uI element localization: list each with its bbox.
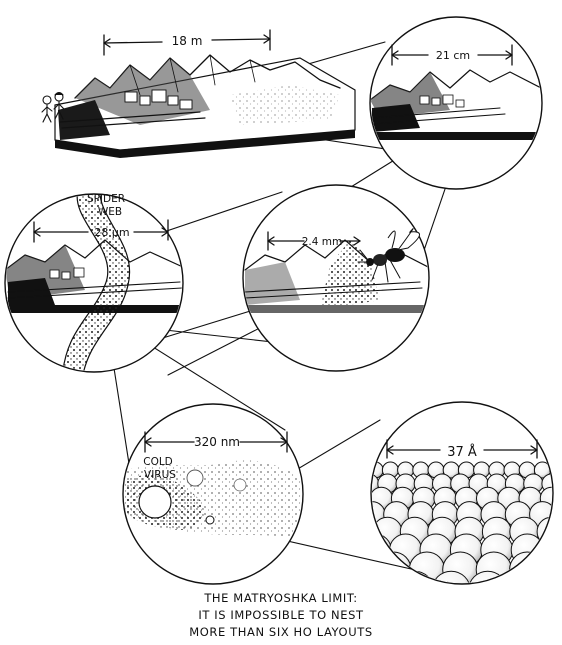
scale-bar-28um — [33, 219, 169, 243]
cold-virus-label-line1: COLD — [143, 456, 173, 468]
wasp-icon — [357, 228, 420, 283]
atom-lattice — [349, 461, 562, 583]
cold-virus-label-line2: VIRUS — [144, 469, 176, 481]
scale-bar-21cm — [391, 44, 513, 66]
scale-label-37-angstrom: 37 Å — [447, 444, 477, 460]
zoom-circle-28um: 28 µm SPIDER WEB — [4, 193, 184, 373]
spider-web-label-line1: SPIDER — [87, 193, 125, 205]
atom-sphere — [375, 551, 412, 583]
scale-label-18m: 18 m — [172, 34, 203, 48]
caption: THE MATRYOSHKA LIMIT: IT IS IMPOSSIBLE T… — [0, 590, 562, 641]
scale-bar-2-4mm — [267, 231, 361, 251]
atom-sphere — [352, 462, 368, 478]
zoom-circle-37-angstrom: 37 Å — [349, 401, 562, 585]
scale-bar-37-angstrom — [386, 439, 538, 459]
atom-sphere — [541, 533, 552, 567]
scale-label-28um: 28 µm — [94, 226, 129, 239]
spider-web-strand — [61, 195, 131, 371]
zoom-circle-320nm: 320 nm COLD VIRUS — [122, 403, 304, 585]
atom-sphere — [372, 516, 375, 547]
full-size-model: 18 m — [41, 29, 356, 158]
scale-bar-18m — [103, 29, 271, 56]
caption-line-3: MORE THAN SIX HO LAYOUTS — [189, 625, 373, 639]
spider-web-label-line2: WEB — [98, 206, 122, 218]
atom-sphere — [536, 516, 552, 547]
atom-sphere — [554, 502, 562, 528]
stick-figures — [41, 91, 65, 123]
atom-sphere — [349, 487, 371, 509]
scale-bar-320nm — [144, 431, 288, 453]
caption-line-2: IT IS IMPOSSIBLE TO NEST — [198, 608, 364, 622]
cold-virus-particle — [138, 485, 172, 519]
zoom-circle-2-4mm: 2.4 mm — [242, 184, 430, 372]
scale-label-320nm: 320 nm — [194, 435, 240, 449]
scale-label-2-4mm: 2.4 mm — [302, 236, 343, 248]
scale-label-21cm: 21 cm — [436, 49, 470, 62]
caption-line-1: THE MATRYOSHKA LIMIT: — [204, 591, 358, 605]
zoom-circle-21cm: 21 cm — [369, 16, 543, 190]
atom-sphere — [542, 551, 552, 583]
